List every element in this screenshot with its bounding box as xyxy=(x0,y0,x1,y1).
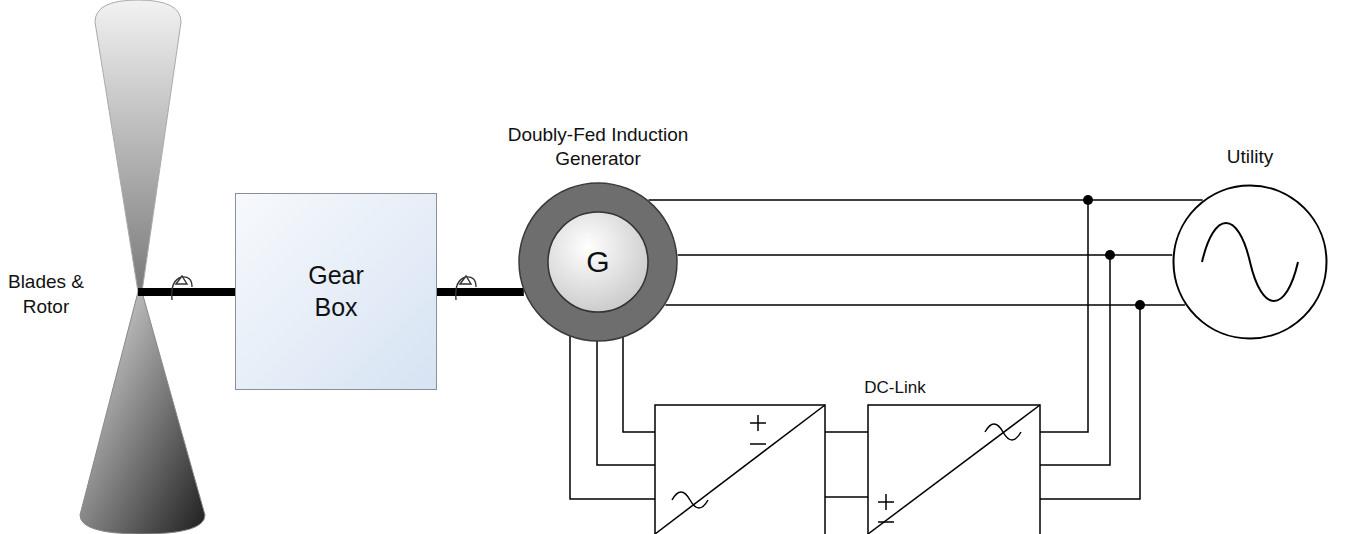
ac-source-symbol xyxy=(1172,184,1328,340)
stator-line xyxy=(665,304,1184,306)
stator-line xyxy=(649,199,1203,201)
heading-label: Utility xyxy=(1180,145,1320,170)
junction-dot xyxy=(1083,195,1145,310)
dc-link-label: DC-Link xyxy=(850,377,940,399)
grid-wire xyxy=(1040,200,1140,499)
rotor-shaft xyxy=(138,288,236,296)
stator-line xyxy=(678,254,1173,256)
blade xyxy=(80,292,205,534)
stator-ring xyxy=(519,183,677,341)
gearbox-box: Gear Box xyxy=(235,193,437,390)
drive-shaft xyxy=(437,288,524,296)
rotation-arrow xyxy=(172,276,192,300)
box-label: Gear Box xyxy=(291,260,381,323)
sine-wave xyxy=(1202,223,1298,301)
generator-circle: Doubly-Fed Induction GeneratorG xyxy=(518,182,678,342)
grid-side-converter xyxy=(868,405,1040,534)
heading-label: Doubly-Fed Induction Generator xyxy=(483,123,713,172)
rotor-disc xyxy=(548,212,648,312)
blade xyxy=(95,0,181,292)
source-circle xyxy=(1174,186,1327,339)
generator-letter: G xyxy=(568,244,628,280)
rotor-side-converter xyxy=(655,405,825,534)
dc-link-wire xyxy=(825,432,868,497)
rotor-label: Blades & Rotor xyxy=(0,270,92,319)
rotation-arrow xyxy=(456,276,476,300)
utility-source: Utility xyxy=(1172,184,1328,340)
